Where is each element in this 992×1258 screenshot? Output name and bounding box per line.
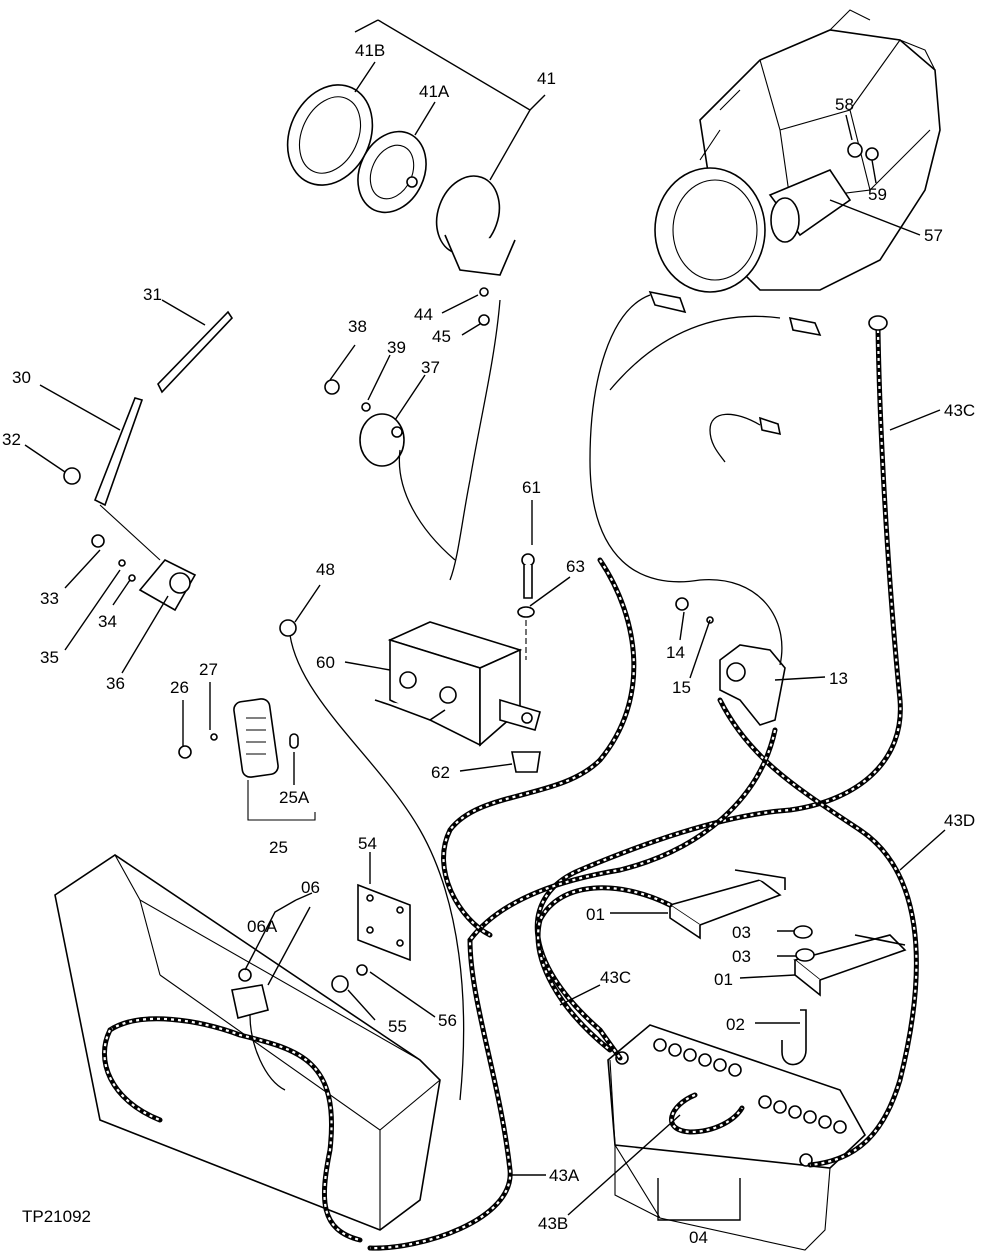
callout-06A: 06A [247, 917, 278, 936]
callout-27: 27 [199, 660, 218, 679]
callout-57: 57 [924, 226, 943, 245]
callout-43A: 43A [549, 1166, 580, 1185]
callout-58: 58 [835, 95, 854, 114]
callout-45: 45 [432, 327, 451, 346]
callout-26: 26 [170, 678, 189, 697]
work-light-41 [286, 84, 516, 326]
callout-43C-mid: 43C [600, 968, 631, 987]
callout-04: 04 [689, 1228, 708, 1247]
engine-assembly [654, 9, 941, 293]
callout-15: 15 [672, 678, 691, 697]
callout-43B: 43B [538, 1214, 568, 1233]
battery-clamps [668, 869, 907, 1066]
callout-32: 32 [2, 430, 21, 449]
starter-motor-57 [768, 142, 879, 243]
callout-02: 02 [726, 1015, 745, 1034]
callout-63: 63 [566, 557, 585, 576]
callout-44: 44 [414, 305, 433, 324]
relay-60 [374, 553, 541, 773]
callout-38: 38 [348, 317, 367, 336]
callout-41A: 41A [419, 82, 450, 101]
horn-37 [324, 379, 405, 467]
callout-03-bottom: 03 [732, 947, 751, 966]
callout-43D: 43D [944, 811, 975, 830]
callout-31: 31 [143, 285, 162, 304]
callout-35: 35 [40, 648, 59, 667]
callout-55: 55 [388, 1017, 407, 1036]
callout-41B: 41B [355, 41, 385, 60]
callout-56: 56 [438, 1011, 457, 1030]
callout-30: 30 [12, 368, 31, 387]
callout-14: 14 [666, 643, 685, 662]
battery [607, 1024, 867, 1251]
battery-caps [653, 1038, 847, 1134]
callout-59: 59 [868, 185, 887, 204]
callout-54: 54 [358, 834, 377, 853]
plate-54 [331, 883, 411, 993]
fuel-tank [54, 854, 441, 1243]
callout-48: 48 [316, 560, 335, 579]
callout-36: 36 [106, 674, 125, 693]
callout-06: 06 [301, 878, 320, 897]
switch-13 [675, 597, 786, 726]
callout-25A: 25A [279, 788, 310, 807]
callout-37: 37 [421, 358, 440, 377]
callout-labels: 41B 41A 41 58 59 57 31 30 32 38 39 37 44… [2, 41, 975, 1247]
callout-60: 60 [316, 653, 335, 672]
callout-25: 25 [269, 838, 288, 857]
figure-id: TP21092 [22, 1207, 91, 1226]
leader-lines [24, 19, 946, 1221]
callout-01-top: 01 [586, 905, 605, 924]
callout-13: 13 [829, 669, 848, 688]
cables [279, 290, 919, 1251]
callout-62: 62 [431, 763, 450, 782]
callout-01-bottom: 01 [714, 970, 733, 989]
lamp-25 [178, 698, 316, 821]
callout-39: 39 [387, 338, 406, 357]
callout-03-top: 03 [732, 923, 751, 942]
wiper-assembly [63, 310, 234, 612]
callout-34: 34 [98, 612, 117, 631]
callout-41: 41 [537, 69, 556, 88]
callout-61: 61 [522, 478, 541, 497]
callout-33: 33 [40, 589, 59, 608]
callout-43C-top: 43C [944, 401, 975, 420]
